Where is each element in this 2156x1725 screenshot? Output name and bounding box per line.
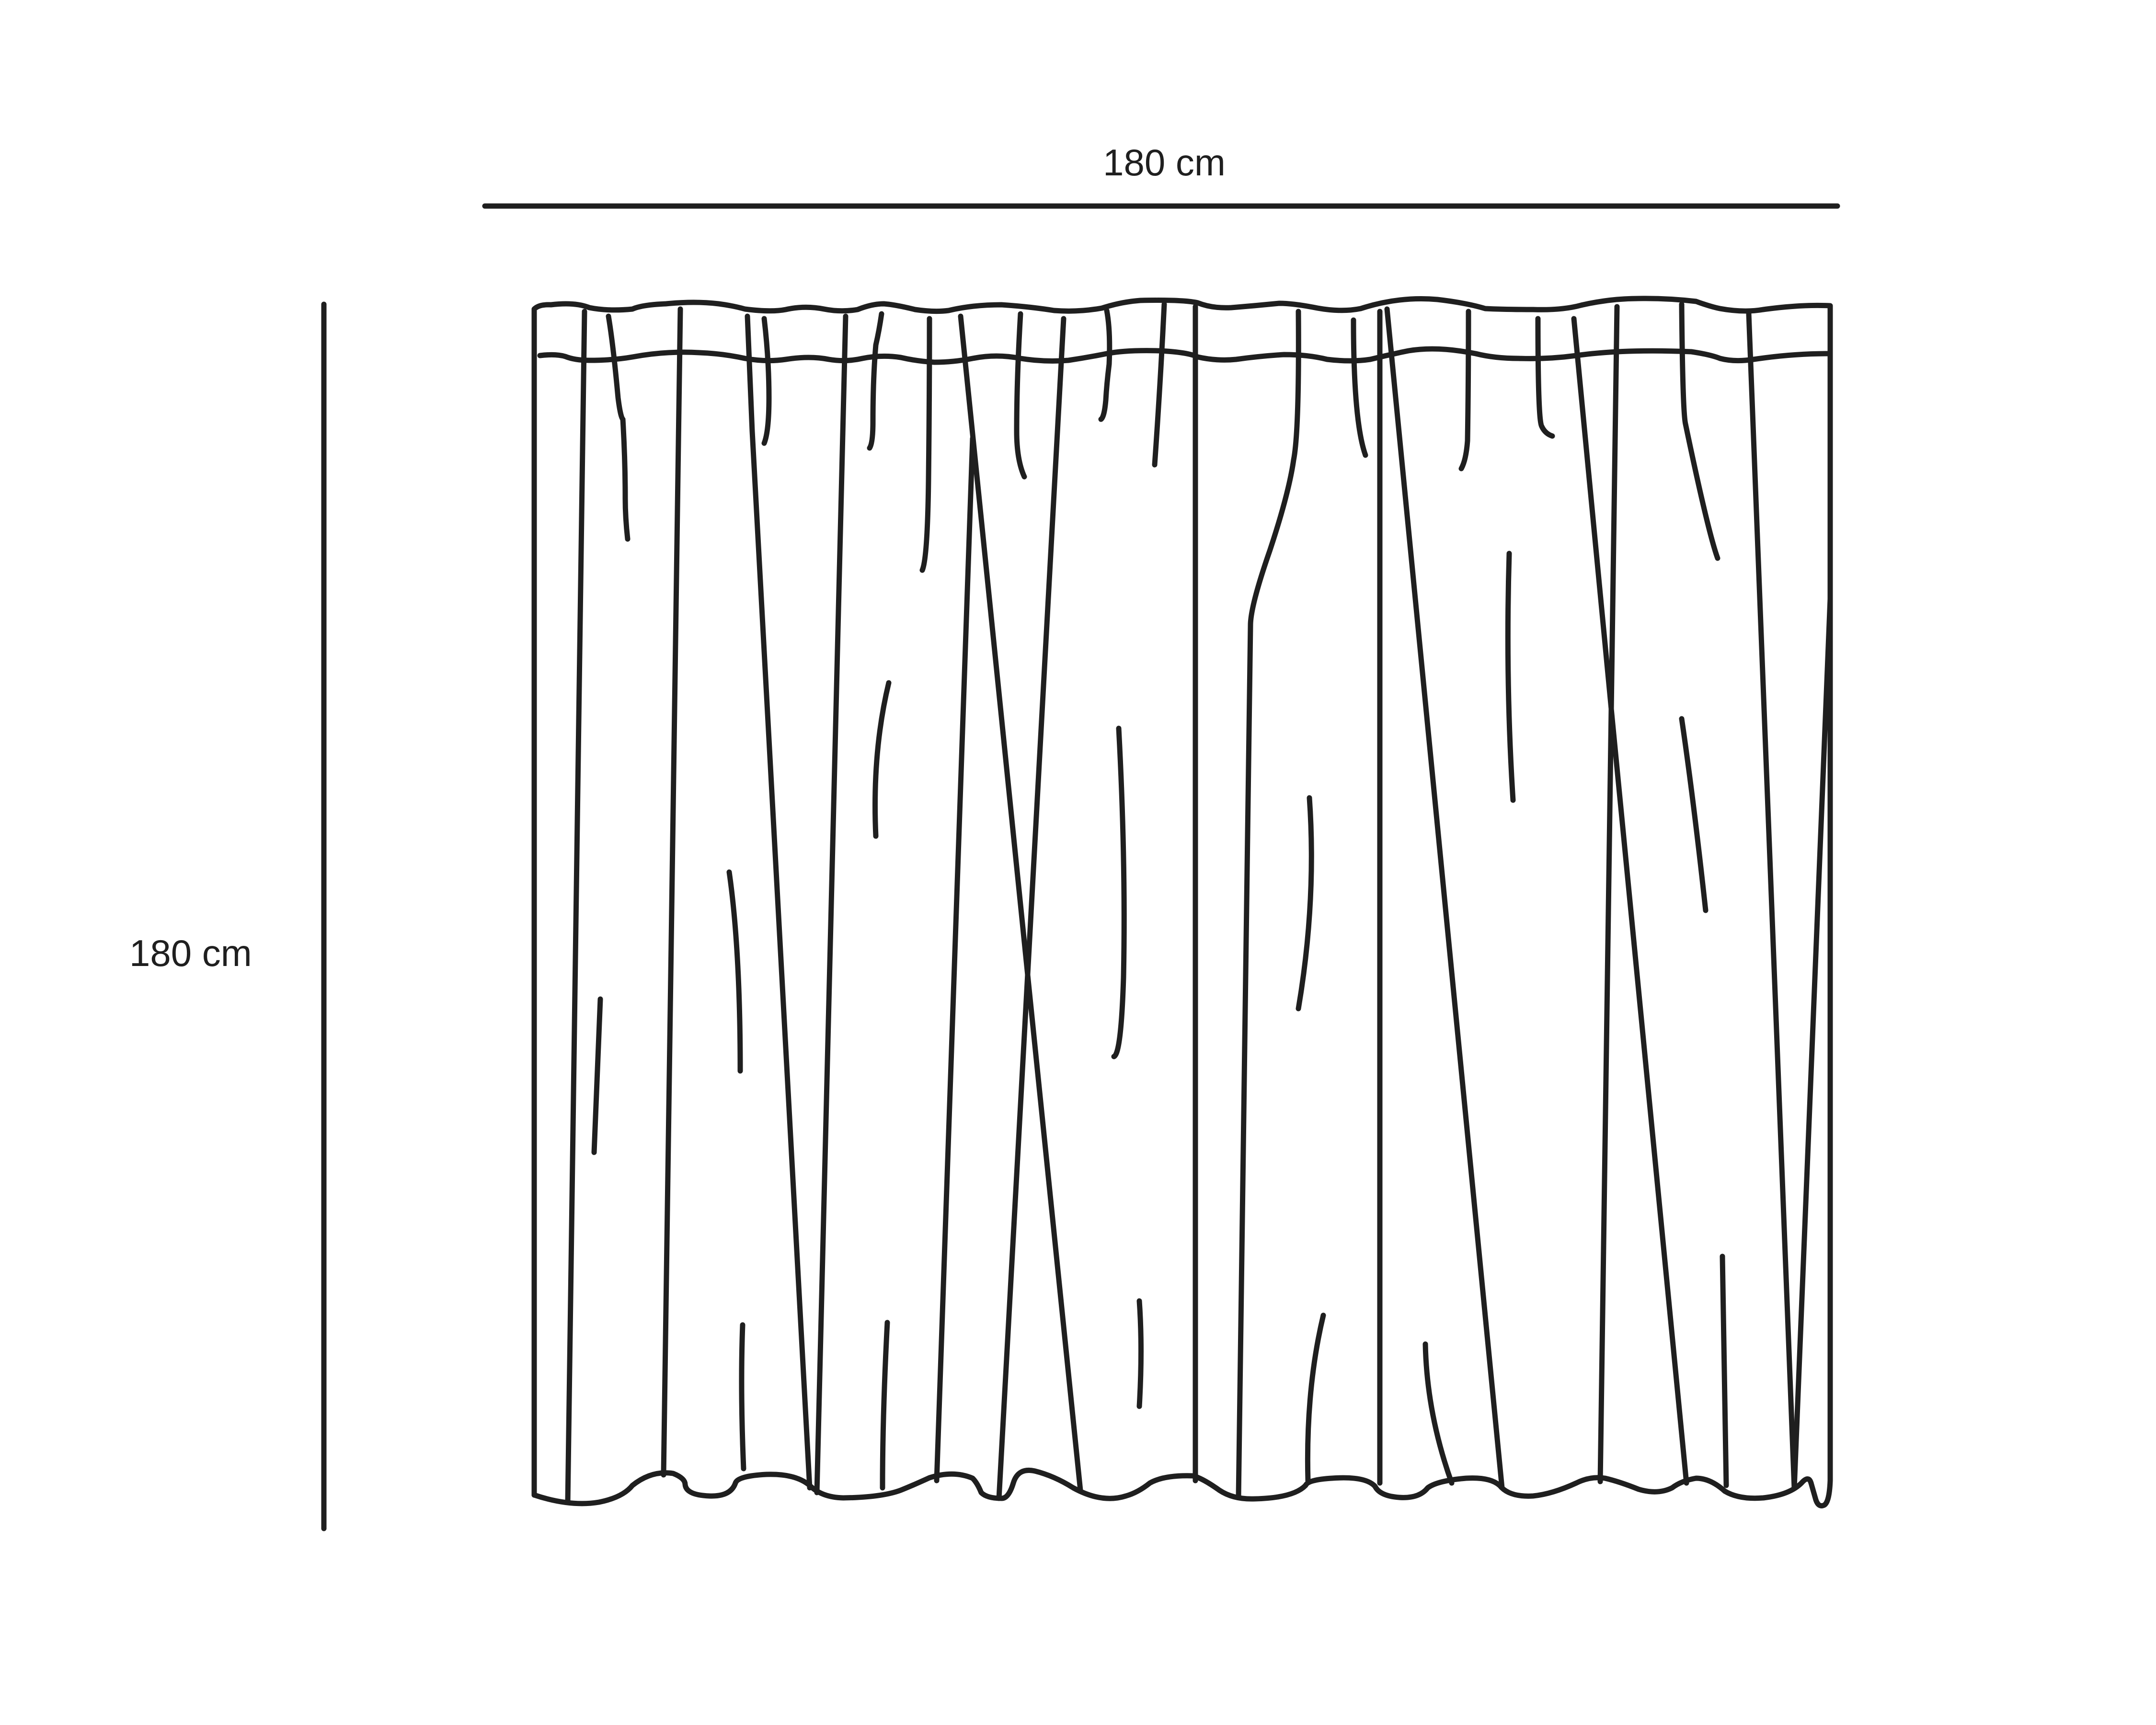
short-fold <box>1535 316 1555 439</box>
short-fold <box>867 311 884 451</box>
fold-line <box>814 313 849 1495</box>
fold-line <box>996 316 1067 1501</box>
short-fold <box>1422 1341 1455 1486</box>
curtain-short-folds-middle <box>591 551 1709 1155</box>
short-fold <box>1679 301 1720 561</box>
short-fold <box>1296 795 1314 1012</box>
fold-line <box>565 309 587 1505</box>
fold-line <box>934 436 975 1484</box>
curtain-outline-icon <box>531 296 1833 1508</box>
fold-line <box>1236 309 1301 1500</box>
short-fold <box>1505 551 1516 803</box>
curtain-right-edge <box>1808 311 1833 1508</box>
short-fold <box>1098 308 1112 422</box>
short-fold <box>591 996 603 1155</box>
fold-line <box>1746 311 1797 1491</box>
short-fold <box>872 680 892 839</box>
curtain-fold-lines <box>565 304 1833 1505</box>
curtain-short-folds-top <box>606 301 1720 573</box>
short-fold <box>1014 311 1027 480</box>
curtain-bottom-hem <box>531 1467 1814 1506</box>
fold-line <box>1571 316 1689 1486</box>
short-fold <box>919 316 932 573</box>
short-fold <box>739 1322 746 1472</box>
short-fold <box>1136 1298 1144 1409</box>
short-fold <box>1351 317 1368 458</box>
fold-line <box>1384 306 1505 1491</box>
curtain-top-edge <box>531 296 1833 317</box>
short-fold <box>606 313 631 542</box>
fold-line <box>1597 304 1620 1484</box>
fold-line <box>745 313 813 1491</box>
short-fold <box>1679 716 1709 913</box>
short-fold <box>1152 301 1167 468</box>
fold-line <box>661 306 683 1478</box>
curtain-heading-band <box>537 346 1831 365</box>
width-dimension-label: 180 cm <box>1103 141 1226 184</box>
short-fold <box>1720 1254 1729 1488</box>
height-dimension-label: 180 cm <box>129 932 252 974</box>
short-fold <box>726 869 743 1074</box>
short-fold <box>1111 725 1127 1059</box>
curtain-short-folds-bottom <box>739 1254 1729 1491</box>
short-fold <box>761 316 772 446</box>
short-fold <box>880 1320 890 1491</box>
fold-line <box>1791 596 1833 1491</box>
short-fold <box>1305 1312 1326 1484</box>
short-fold <box>1458 309 1471 472</box>
fold-line <box>958 313 1083 1493</box>
